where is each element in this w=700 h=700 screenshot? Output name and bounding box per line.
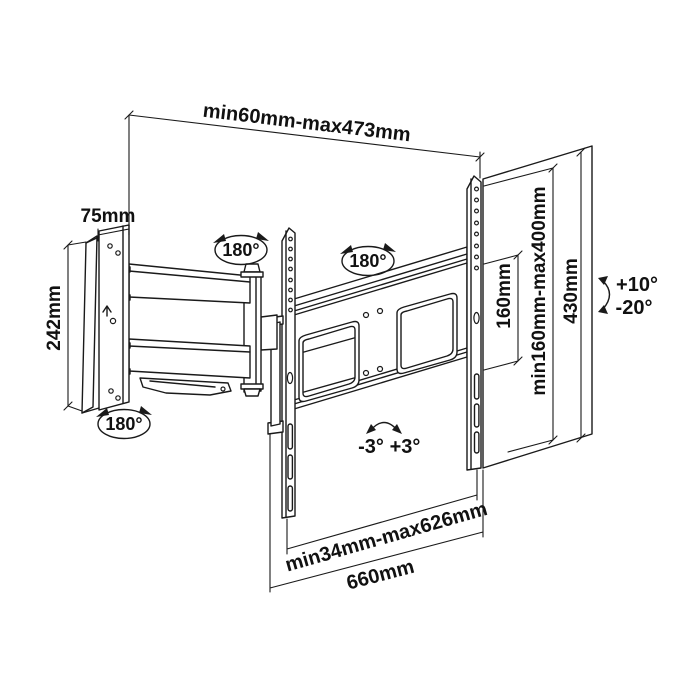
bolt [240,383,264,397]
crossbar [293,246,468,410]
rotation-badge-bottom: 180° [96,406,152,440]
crossbar-hole [362,369,370,377]
wall-plate [81,224,130,414]
dim-plate-height: 242mm [44,240,87,412]
label-plate-height: 242mm [44,285,65,351]
label-top-span: min60mm-max473mm [202,100,412,147]
label-tilt-up: +10° [616,274,658,296]
crossbar-hole [376,365,384,373]
label-rotate-top: 180° [222,240,259,260]
rotation-badge-mid: 180° [340,243,396,277]
wall-edge [81,235,98,414]
left-bracket-rail [281,227,296,519]
label-level-right: +3° [390,436,421,458]
crossbar-hole [362,311,370,319]
dim-plate-width: 75mm [81,206,136,242]
dim-top-span: min60mm-max473mm [124,100,485,227]
lower-arm [128,338,251,379]
dim-bracket-height: 430mm [561,147,586,443]
dim-horizontal-range: min34mm-max626mm [283,469,490,576]
label-vesa-vertical: 160mm [494,263,515,329]
rotation-badge-top: 180° [213,232,269,266]
bolt [240,263,264,278]
crossbar-hole [376,307,384,315]
up-arrow-icon [102,305,112,317]
articulating-arms [107,258,264,397]
label-level-left: -3° [358,436,384,458]
rail-connector [260,314,278,351]
label-total-width: 660mm [344,556,416,595]
upper-arm [128,263,251,304]
label-bracket-height: 430mm [561,258,582,324]
right-bracket-rail [466,175,482,471]
label-rotate-bottom: 180° [105,414,142,434]
label-rotate-mid: 180° [349,251,386,271]
label-plate-width: 75mm [81,206,136,227]
dim-vesa-range: min160mm-max400mm [483,163,558,453]
crossbar-right-cutout [396,292,458,375]
label-vesa-range: min160mm-max400mm [529,186,550,395]
cable-tray [139,377,232,396]
tilt-indicator: +10° -20° [598,274,658,319]
crossbar-left-cutout [298,320,360,403]
dim-vesa-vertical: 160mm [483,250,523,371]
reference-plane [482,145,593,469]
label-tilt-down: -20° [616,297,653,319]
level-indicator: -3° +3° [358,421,421,458]
